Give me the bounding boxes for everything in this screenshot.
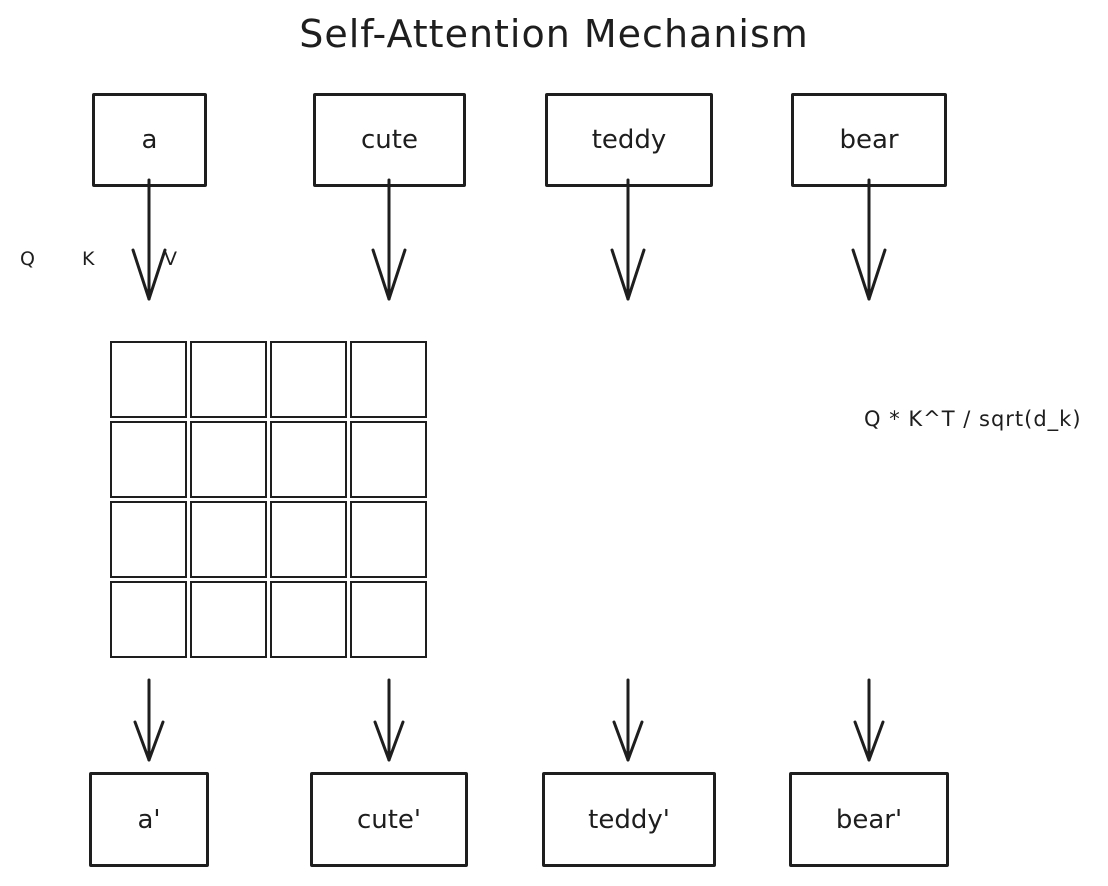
input-token-box-teddy: teddy: [545, 93, 713, 187]
matrix-cell: [350, 501, 427, 578]
input-token-box-cute: cute: [313, 93, 466, 187]
down-arrow-icon: [851, 178, 887, 301]
v-label: V: [164, 248, 177, 270]
diagram-title: Self-Attention Mechanism: [299, 12, 809, 56]
input-token-label: cute: [361, 125, 418, 155]
input-token-box-bear: bear: [791, 93, 947, 187]
output-token-box-bear: bear': [789, 772, 949, 867]
output-token-box-a: a': [89, 772, 209, 867]
down-arrow-icon: [371, 178, 407, 301]
output-token-label: a': [137, 804, 161, 835]
output-token-label: bear': [835, 804, 903, 835]
matrix-cell: [110, 501, 187, 578]
matrix-cell: [350, 581, 427, 658]
matrix-cell: [270, 421, 347, 498]
down-arrow-icon: [373, 678, 405, 762]
matrix-cell: [190, 421, 267, 498]
matrix-cell: [190, 581, 267, 658]
input-token-box-a: a: [92, 93, 207, 187]
q-label: Q: [20, 248, 35, 270]
down-arrow-icon: [133, 678, 165, 762]
matrix-cell: [270, 501, 347, 578]
attention-formula: Q * K^T / sqrt(d_k): [864, 407, 1082, 431]
matrix-cell: [350, 421, 427, 498]
down-arrow-icon: [131, 178, 167, 301]
matrix-cell: [110, 581, 187, 658]
matrix-cell: [190, 501, 267, 578]
matrix-cell: [270, 581, 347, 658]
input-token-label: bear: [839, 125, 899, 155]
matrix-cell: [350, 341, 427, 418]
down-arrow-icon: [853, 678, 885, 762]
output-token-box-teddy: teddy': [542, 772, 716, 867]
output-token-box-cute: cute': [310, 772, 468, 867]
input-token-label: a: [141, 125, 158, 155]
output-token-label: cute': [356, 804, 422, 835]
matrix-cell: [110, 341, 187, 418]
matrix-cell: [110, 421, 187, 498]
down-arrow-icon: [612, 678, 644, 762]
output-token-label: teddy': [588, 804, 670, 835]
matrix-cell: [190, 341, 267, 418]
down-arrow-icon: [610, 178, 646, 301]
k-label: K: [82, 248, 95, 270]
input-token-label: teddy: [591, 125, 667, 155]
matrix-cell: [270, 341, 347, 418]
